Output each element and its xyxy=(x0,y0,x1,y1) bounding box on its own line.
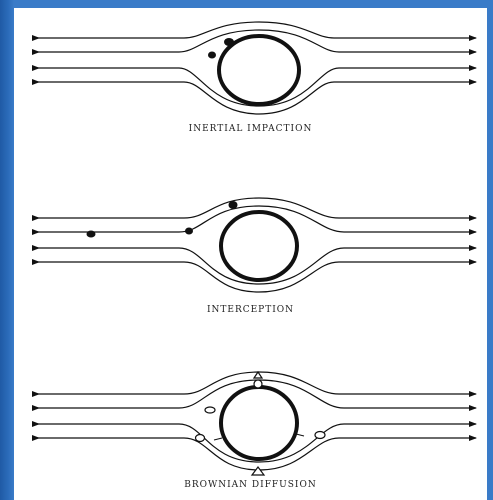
arrow-left-1 xyxy=(32,35,40,41)
particle-1 xyxy=(87,231,96,238)
particle-left xyxy=(196,435,205,442)
particle-1 xyxy=(224,38,234,46)
particle-right xyxy=(315,432,325,439)
arrow-right-3 xyxy=(469,65,477,71)
tick-right xyxy=(296,434,304,436)
caption-interception: INTERCEPTION xyxy=(14,305,487,315)
particle-3 xyxy=(229,201,238,209)
tick-left xyxy=(214,438,222,440)
arrow-left-4 xyxy=(32,435,40,441)
particle-top-upper xyxy=(254,372,262,378)
arrow-right-4 xyxy=(469,79,477,85)
arrow-left-3 xyxy=(32,245,40,251)
arrow-left-3 xyxy=(32,421,40,427)
arrow-right-2 xyxy=(469,229,477,235)
fiber-circle xyxy=(221,212,297,280)
arrow-right-1 xyxy=(469,35,477,41)
arrow-left-1 xyxy=(32,391,40,397)
particle-top xyxy=(254,380,262,388)
particle-upper-left xyxy=(205,407,215,413)
arrow-right-2 xyxy=(469,405,477,411)
fiber-circle xyxy=(219,36,299,104)
arrow-right-2 xyxy=(469,49,477,55)
arrow-right-4 xyxy=(469,435,477,441)
arrow-right-1 xyxy=(469,215,477,221)
arrow-left-1 xyxy=(32,215,40,221)
arrow-right-3 xyxy=(469,421,477,427)
arrow-left-4 xyxy=(32,79,40,85)
brownian-diffusion-diagram xyxy=(14,358,487,488)
interception-diagram xyxy=(14,176,487,326)
caption-inertial-impaction: INERTIAL IMPACTION xyxy=(14,124,487,134)
arrow-right-4 xyxy=(469,259,477,265)
particle-2 xyxy=(185,228,193,235)
arrow-left-2 xyxy=(32,405,40,411)
particle-2 xyxy=(208,52,216,59)
diagram-sheet: INERTIAL IMPACTION INTERCEPTION xyxy=(14,8,487,500)
arrow-right-1 xyxy=(469,391,477,397)
particle-bottom xyxy=(252,467,264,475)
arrow-left-2 xyxy=(32,49,40,55)
fiber-circle xyxy=(221,387,297,459)
arrow-left-2 xyxy=(32,229,40,235)
arrow-left-3 xyxy=(32,65,40,71)
arrow-left-4 xyxy=(32,259,40,265)
caption-brownian-diffusion: BROWNIAN DIFFUSION xyxy=(14,480,487,490)
arrow-right-3 xyxy=(469,245,477,251)
